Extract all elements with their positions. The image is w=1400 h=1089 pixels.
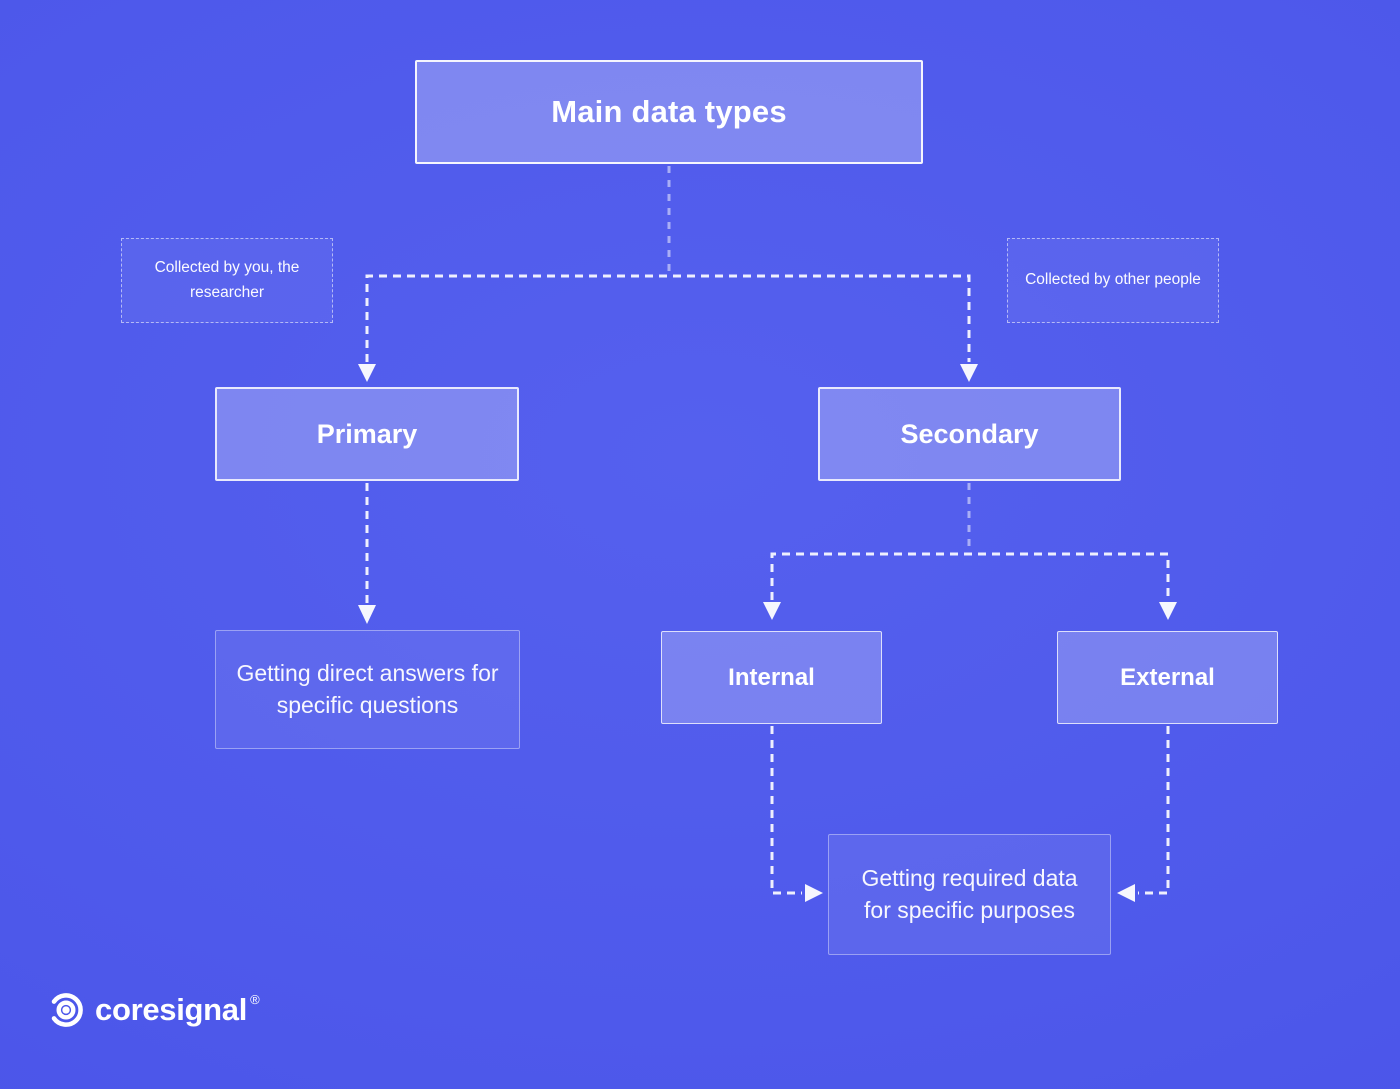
node-main-label: Main data types (551, 94, 787, 129)
connector-external-down (1138, 726, 1170, 895)
arrowhead-to-primary-outcome (358, 605, 376, 624)
arrowhead-to-primary (358, 364, 376, 382)
arrowhead-to-secondary (960, 364, 978, 382)
node-main-data-types: Main data types (415, 60, 923, 164)
annotation-right-label: Collected by other people (1025, 271, 1201, 289)
annotation-collected-by-others: Collected by other people (1007, 238, 1219, 323)
annotation-left-label: Collected by you, the researcher (154, 259, 300, 301)
node-primary-outcome: Getting direct answers for specific ques… (215, 630, 520, 749)
primary-outcome-label: Getting direct answers for specific ques… (236, 659, 499, 718)
secondary-outcome-label: Getting required data for specific purpo… (861, 864, 1078, 923)
coresignal-logo-text: coresignal (95, 992, 248, 1027)
arrowhead-to-internal (763, 602, 781, 620)
node-secondary-label: Secondary (900, 418, 1039, 449)
connector-top-branch (365, 274, 971, 362)
coresignal-logo-icon (51, 993, 83, 1027)
node-internal-label: Internal (728, 663, 815, 691)
node-primary: Primary (215, 387, 519, 481)
node-secondary: Secondary (818, 387, 1121, 481)
node-external: External (1057, 631, 1278, 724)
arrowhead-to-external (1159, 602, 1177, 620)
node-internal: Internal (661, 631, 882, 724)
connector-secondary-branch (770, 552, 1170, 600)
node-secondary-outcome: Getting required data for specific purpo… (828, 834, 1111, 955)
node-primary-label: Primary (316, 418, 418, 449)
connector-internal-down (770, 726, 802, 895)
arrowhead-external-to-outcome (1117, 884, 1135, 902)
coresignal-logo: coresignal ® (47, 988, 260, 1032)
registered-trademark-symbol: ® (250, 992, 260, 1007)
annotation-collected-by-you: Collected by you, the researcher (121, 238, 333, 323)
node-external-label: External (1120, 663, 1215, 691)
arrowhead-internal-to-outcome (805, 884, 823, 902)
